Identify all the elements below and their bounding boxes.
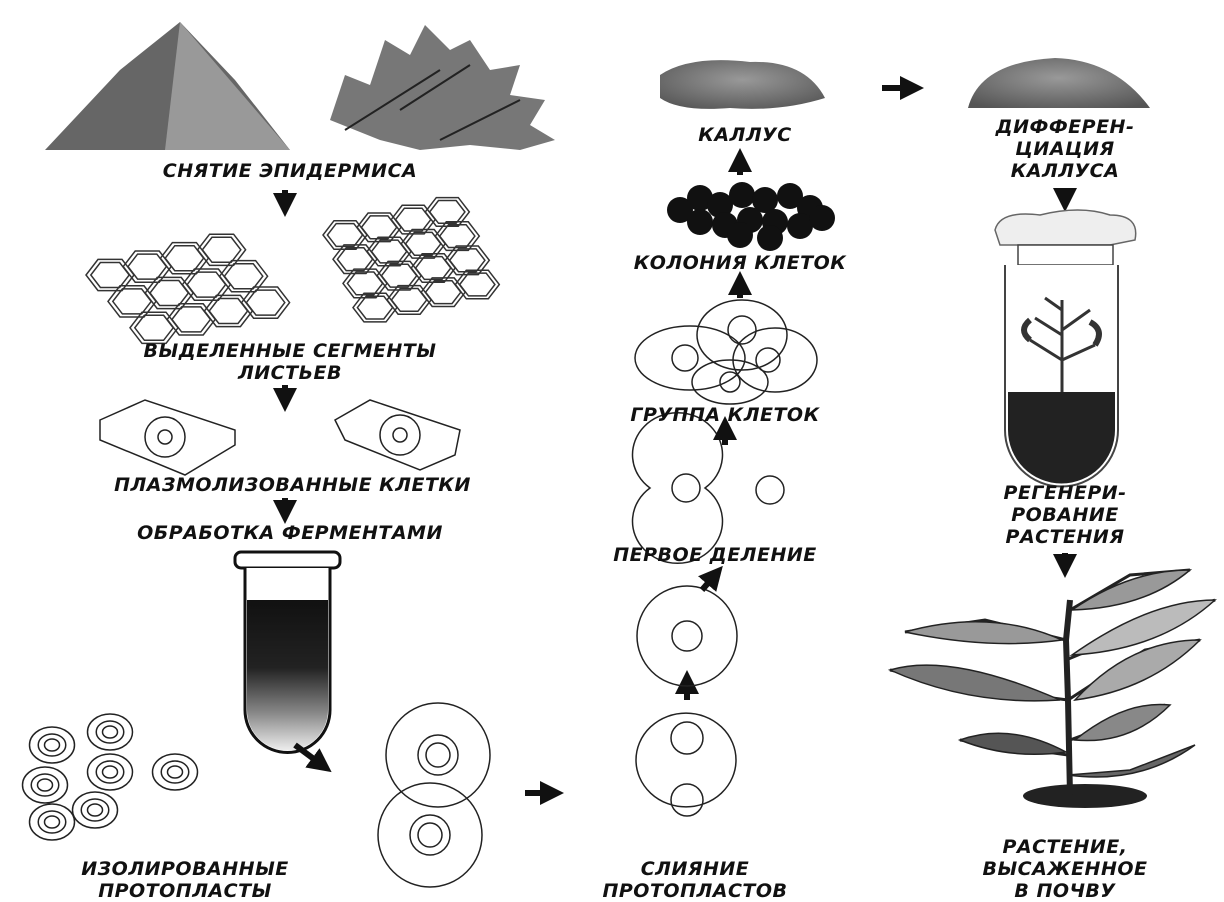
potted-plant-icon [890, 570, 1215, 808]
cell-colony-icon [667, 182, 835, 251]
differentiating-callus-icon [968, 58, 1150, 108]
leaf-right-icon [330, 25, 555, 150]
arrow-up-icon [702, 575, 715, 590]
culture-tube-icon [995, 210, 1136, 487]
label-isolated-protoplasts: ИЗОЛИРОВАННЫЕПРОТОПЛАСТЫ [35, 858, 335, 902]
single-cell-icon [637, 586, 737, 686]
fused-protoplast-icon [636, 713, 736, 816]
divided-cell-icon [632, 413, 784, 563]
label-plant-regeneration: РЕГЕНЕРИ-РОВАНИЕРАСТЕНИЯ [955, 482, 1175, 548]
isolated-protoplasts-icon [23, 714, 198, 840]
callus-icon [660, 60, 825, 109]
leaf-segment-right-icon [323, 198, 499, 322]
label-callus-differentiation: ДИФФЕРЕН-ЦИАЦИЯКАЛЛУСА [955, 116, 1175, 182]
label-first-division: ПЕРВОЕ ДЕЛЕНИЕ [560, 544, 870, 566]
plasmolyzed-cell-icon [335, 400, 460, 470]
plasmolyzed-cell-icon [100, 400, 235, 475]
label-protoplast-fusion: СЛИЯНИЕПРОТОПЛАСТОВ [545, 858, 845, 902]
label-cell-group: ГРУППА КЛЕТОК [580, 404, 870, 426]
label-plasmolyzed-cells: ПЛАЗМОЛИЗОВАННЫЕ КЛЕТКИ [25, 474, 560, 496]
leaf-left-icon [45, 22, 290, 150]
label-enzyme-treatment: ОБРАБОТКА ФЕРМЕНТАМИ [55, 522, 525, 544]
cell-group-icon [635, 300, 817, 404]
leaf-segment-left-icon [86, 234, 290, 343]
label-epidermis-removal: СНЯТИЕ ЭПИДЕРМИСА [80, 160, 500, 182]
label-planted-in-soil: РАСТЕНИЕ,ВЫСАЖЕННОЕВ ПОЧВУ [935, 836, 1195, 902]
test-tube-icon [235, 552, 340, 753]
label-leaf-segments: ВЫДЕЛЕННЫЕ СЕГМЕНТЫЛИСТЬЕВ [55, 340, 525, 384]
label-callus: КАЛЛУС [660, 124, 830, 146]
label-cell-colony: КОЛОНИЯ КЛЕТОК [570, 252, 910, 274]
protoplast-pair-icon [378, 703, 490, 887]
